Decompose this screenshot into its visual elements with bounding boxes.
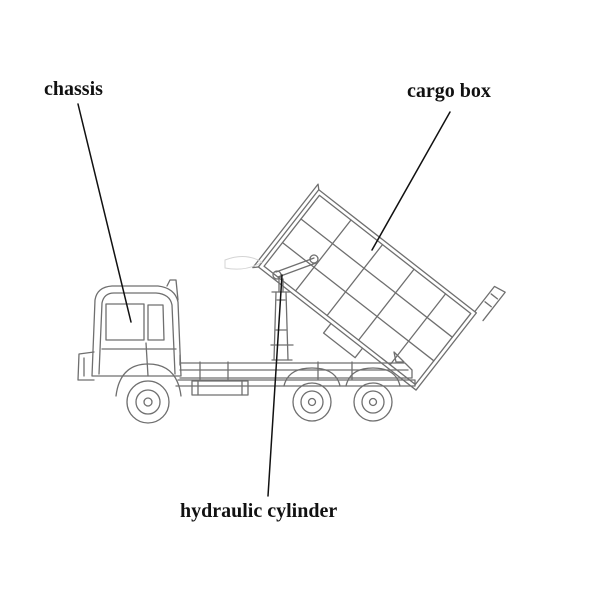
front-wheel xyxy=(115,363,182,424)
cargo-box-leader xyxy=(371,111,451,251)
chassis-label: chassis xyxy=(44,78,103,100)
cab-door-window xyxy=(105,303,145,341)
hydraulic-cylinder-barrel xyxy=(273,291,289,361)
leader-lines xyxy=(77,103,451,497)
truck-cab xyxy=(77,279,182,381)
truck-chassis xyxy=(175,351,416,396)
cargo-box-label: cargo box xyxy=(407,80,491,102)
cargo-box xyxy=(252,183,506,391)
chassis-leader xyxy=(77,103,132,323)
hydraulic-cylinder-leader xyxy=(267,274,283,497)
subframe-hinge xyxy=(393,351,405,363)
hydraulic-lift xyxy=(270,254,319,361)
fuel-tank xyxy=(191,380,249,396)
hydraulic-cylinder-label: hydraulic cylinder xyxy=(180,500,338,522)
cab-side-window xyxy=(147,304,165,341)
hydraulic-cylinder-rod xyxy=(278,278,284,293)
lift-arm xyxy=(275,257,315,273)
watermark xyxy=(224,256,263,270)
rear-wheel-1 xyxy=(283,367,341,422)
rear-wheel-2 xyxy=(345,367,401,422)
cargo-box-front-guard xyxy=(474,285,506,322)
